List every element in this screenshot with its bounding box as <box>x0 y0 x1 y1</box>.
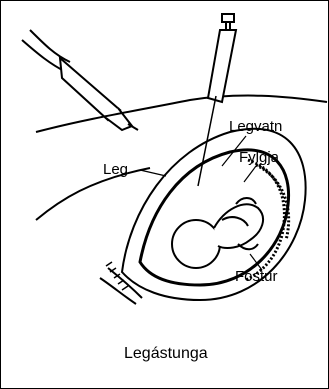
syringe-icon <box>198 14 236 186</box>
label-legvatn: Legvatn <box>229 119 282 134</box>
fetus-figure <box>172 198 263 268</box>
label-fylgja: Fylgja <box>239 150 279 165</box>
ultrasound-probe-icon <box>22 30 138 130</box>
label-leg: Leg <box>103 162 128 177</box>
diagram-caption: Legástunga <box>124 346 208 362</box>
label-fostur: Fóstur <box>235 269 278 284</box>
